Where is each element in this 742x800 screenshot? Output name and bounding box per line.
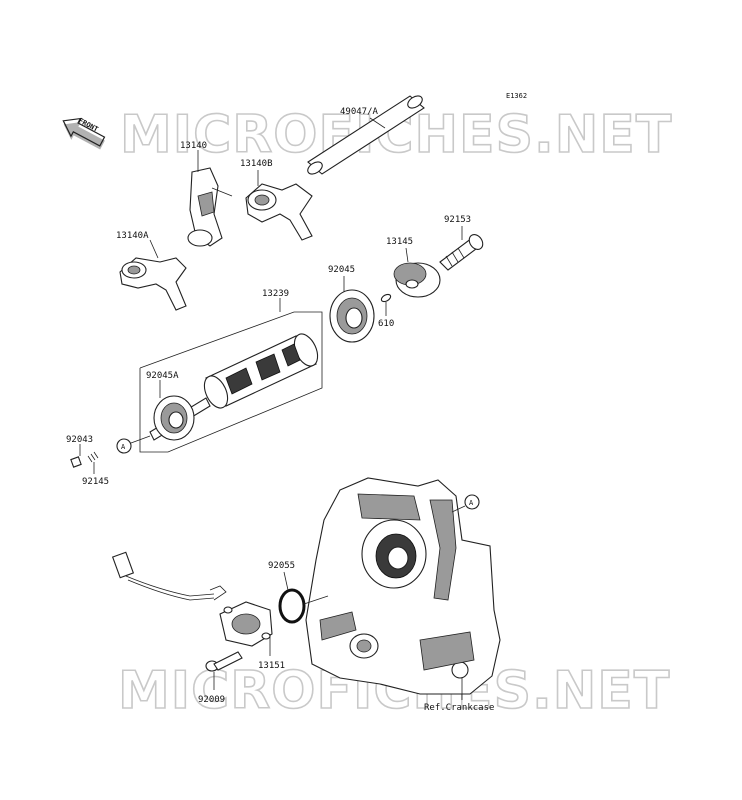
bolt-92153 — [439, 234, 484, 271]
ref-crankcase-label: Ref.Crankcase — [424, 703, 494, 713]
label-13140: 13140 — [180, 141, 207, 151]
ref-marker-a-right — [464, 494, 480, 510]
ref-marker-a-left — [116, 438, 132, 454]
label-13140A: 13140A — [116, 231, 149, 241]
label-92145: 92145 — [82, 477, 109, 487]
label-92009: 92009 — [198, 695, 225, 705]
diagram-code: E1362 — [506, 92, 527, 100]
bolt-92009 — [205, 651, 243, 672]
front-arrow-icon — [62, 117, 106, 150]
label-92055: 92055 — [268, 561, 295, 571]
shift-fork-13140 — [187, 167, 233, 247]
label-610: 610 — [378, 319, 394, 329]
drum-group-box — [139, 311, 323, 453]
pin-610 — [380, 293, 392, 303]
o-ring-92055 — [278, 588, 306, 624]
shift-rod — [307, 95, 425, 175]
label-92043: 92043 — [66, 435, 93, 445]
label-13239: 13239 — [262, 289, 289, 299]
shift-fork-13140A — [119, 257, 187, 311]
ref-marker-a-right-label: A — [469, 499, 474, 507]
label-13151: 13151 — [258, 661, 285, 671]
label-13145: 13145 — [386, 237, 413, 247]
spring-92145 — [87, 451, 99, 463]
label-92045A: 92045A — [146, 371, 179, 381]
neutral-switch-13151 — [111, 551, 273, 647]
label-92153: 92153 — [444, 215, 471, 225]
label-13140B: 13140B — [240, 159, 273, 169]
bearing-92045A — [153, 395, 195, 441]
crankcase — [305, 477, 501, 695]
label-49047A: 49047/A — [340, 107, 379, 117]
label-92045: 92045 — [328, 265, 355, 275]
shift-drum-segment-13145 — [393, 262, 441, 298]
pin-92043 — [70, 456, 82, 468]
ref-marker-a-left-label: A — [121, 443, 126, 451]
bearing-92045 — [329, 289, 375, 343]
shift-fork-13140B — [245, 183, 313, 241]
